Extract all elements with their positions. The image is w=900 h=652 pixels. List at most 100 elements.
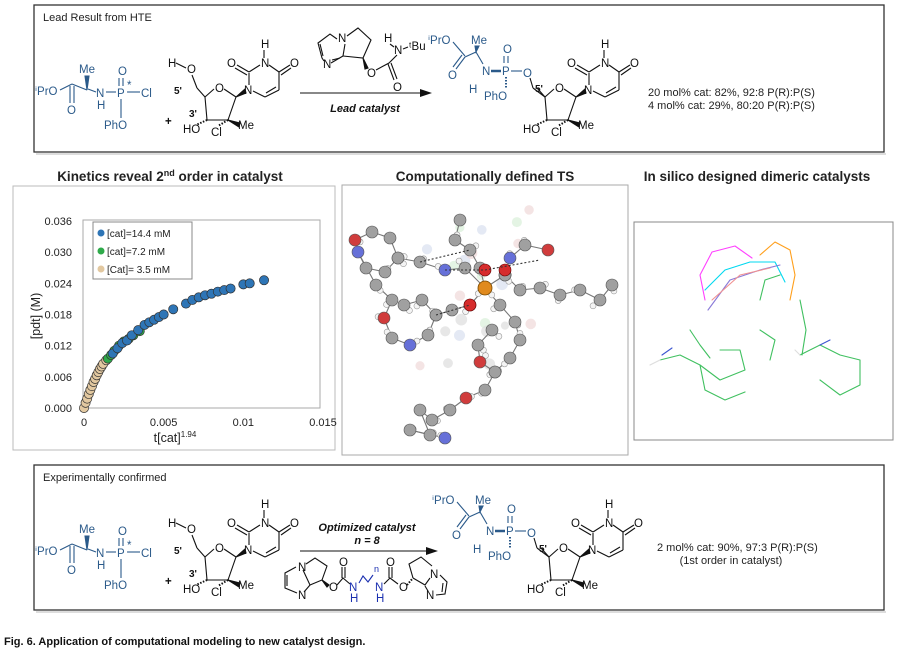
legend: [cat]=14.4 mM [cat]=7.2 mM [Cat]= 3.5 mM [92, 221, 193, 280]
atom [573, 283, 587, 297]
plus-sign: + [165, 116, 172, 128]
atom [391, 251, 405, 265]
ghost-atom [449, 260, 459, 271]
atom [415, 293, 429, 307]
arrow-label: Lead catalyst [330, 103, 401, 115]
h-bond-line [484, 259, 541, 271]
phosphorus-atom [477, 280, 493, 296]
atom-label: H [261, 39, 269, 51]
atom-label: 5' [174, 546, 182, 557]
dimer-image-frame [633, 221, 894, 441]
atom-label: O [227, 58, 236, 70]
atom [471, 338, 485, 352]
atom-label: O [399, 582, 408, 594]
catalyst-stick [759, 329, 776, 361]
atom-label: ⁱPrO [35, 85, 58, 98]
hydrogen-atom [455, 257, 463, 265]
atom-label: O [503, 44, 512, 56]
atom [369, 278, 383, 292]
atom-label: O [393, 82, 402, 94]
atom [493, 298, 507, 312]
x-tick-label: 0.015 [309, 417, 337, 429]
atom [459, 391, 473, 405]
atom-label: PhO [484, 91, 507, 103]
atom-label: N [298, 590, 306, 602]
atom [605, 278, 619, 292]
atom [463, 243, 477, 257]
repeat-count-label: n [374, 564, 379, 574]
top-panel: Lead Result from HTE ⁱPrO Me O N H P O *… [33, 4, 886, 155]
data-point [168, 304, 179, 315]
atom-label: H [376, 593, 384, 605]
y-tick-label: 0.030 [44, 247, 72, 259]
y-tick-label: 0.000 [44, 403, 72, 415]
ghost-atom [443, 358, 453, 369]
atom-label: 5' [174, 86, 182, 97]
atom [397, 298, 411, 312]
optimized-catalyst-structure: N N O O N H n N H O O N N [284, 556, 448, 605]
result-line: 20 mol% cat: 82%, 92:8 P(R):P(S) [648, 87, 815, 99]
y-tick-label: 0.006 [44, 372, 72, 384]
atom [425, 413, 439, 427]
atom [403, 423, 417, 437]
atom-label: 3' [189, 569, 197, 580]
atom-label: O [187, 524, 196, 536]
catalyst-stick [689, 329, 711, 359]
data-point [158, 309, 169, 320]
atom-label: O [67, 105, 76, 117]
data-point [126, 330, 137, 341]
data-point [244, 278, 255, 289]
atom-label: H [168, 58, 176, 70]
x-axis-label: t[cat]1.94 [154, 430, 197, 445]
atom-label: N [298, 562, 306, 574]
atom [365, 225, 379, 239]
atom [478, 383, 492, 397]
atom-label: H [97, 100, 105, 112]
atom [453, 213, 467, 227]
atom-label: P [502, 66, 510, 78]
atom [485, 323, 499, 337]
ghost-atom [440, 326, 451, 337]
y-tick-label: 0.024 [44, 278, 72, 290]
catalyst-stick [711, 267, 771, 301]
ghost-atom [500, 321, 510, 330]
atom-label: H [469, 84, 477, 96]
atom-label: N [349, 582, 357, 594]
catalyst-stick [759, 241, 796, 301]
atom-label: N [394, 45, 402, 57]
arrow-sublabel: n = 8 [354, 535, 380, 547]
atom-label: P [117, 88, 125, 100]
atom-label: Me [238, 120, 254, 132]
atom [513, 333, 527, 347]
y-axis-label: [pdt] (M) [29, 293, 43, 340]
product-structure: ⁱPrO Me O N H P O PhO O 5' [428, 34, 640, 140]
atom [413, 403, 427, 417]
atom [421, 328, 435, 342]
atom-label: * [127, 80, 132, 92]
nucleoside-structure: HO Cl Me O N O N H O [168, 39, 299, 139]
atom-label: HO [183, 124, 200, 136]
dimer-title: In silico designed dimeric catalysts [644, 169, 871, 184]
catalyst-stick [819, 339, 831, 346]
catalyst-stick [659, 349, 746, 381]
atom [351, 245, 365, 259]
y-tick-label: 0.012 [44, 341, 72, 353]
atom [553, 288, 567, 302]
x-tick-label: 0.005 [150, 417, 178, 429]
hydrogen-atom [495, 333, 503, 340]
atom-label: N [482, 66, 490, 78]
atom-label: H [350, 593, 358, 605]
atom-label: N [375, 582, 383, 594]
catalyst-stick [649, 359, 661, 366]
transition-state-model [341, 184, 629, 456]
atom-label: ᵗBu [409, 41, 426, 53]
ghost-atom [511, 217, 522, 228]
result-line: (1st order in catalyst) [680, 555, 783, 567]
atom-label: O [339, 557, 348, 569]
figure-caption: Fig. 6. Application of computational mod… [4, 636, 365, 648]
atom [503, 351, 517, 365]
atom-label: PhO [104, 120, 127, 132]
h-bond-line [419, 249, 471, 263]
atom-label: Cl [141, 88, 152, 100]
